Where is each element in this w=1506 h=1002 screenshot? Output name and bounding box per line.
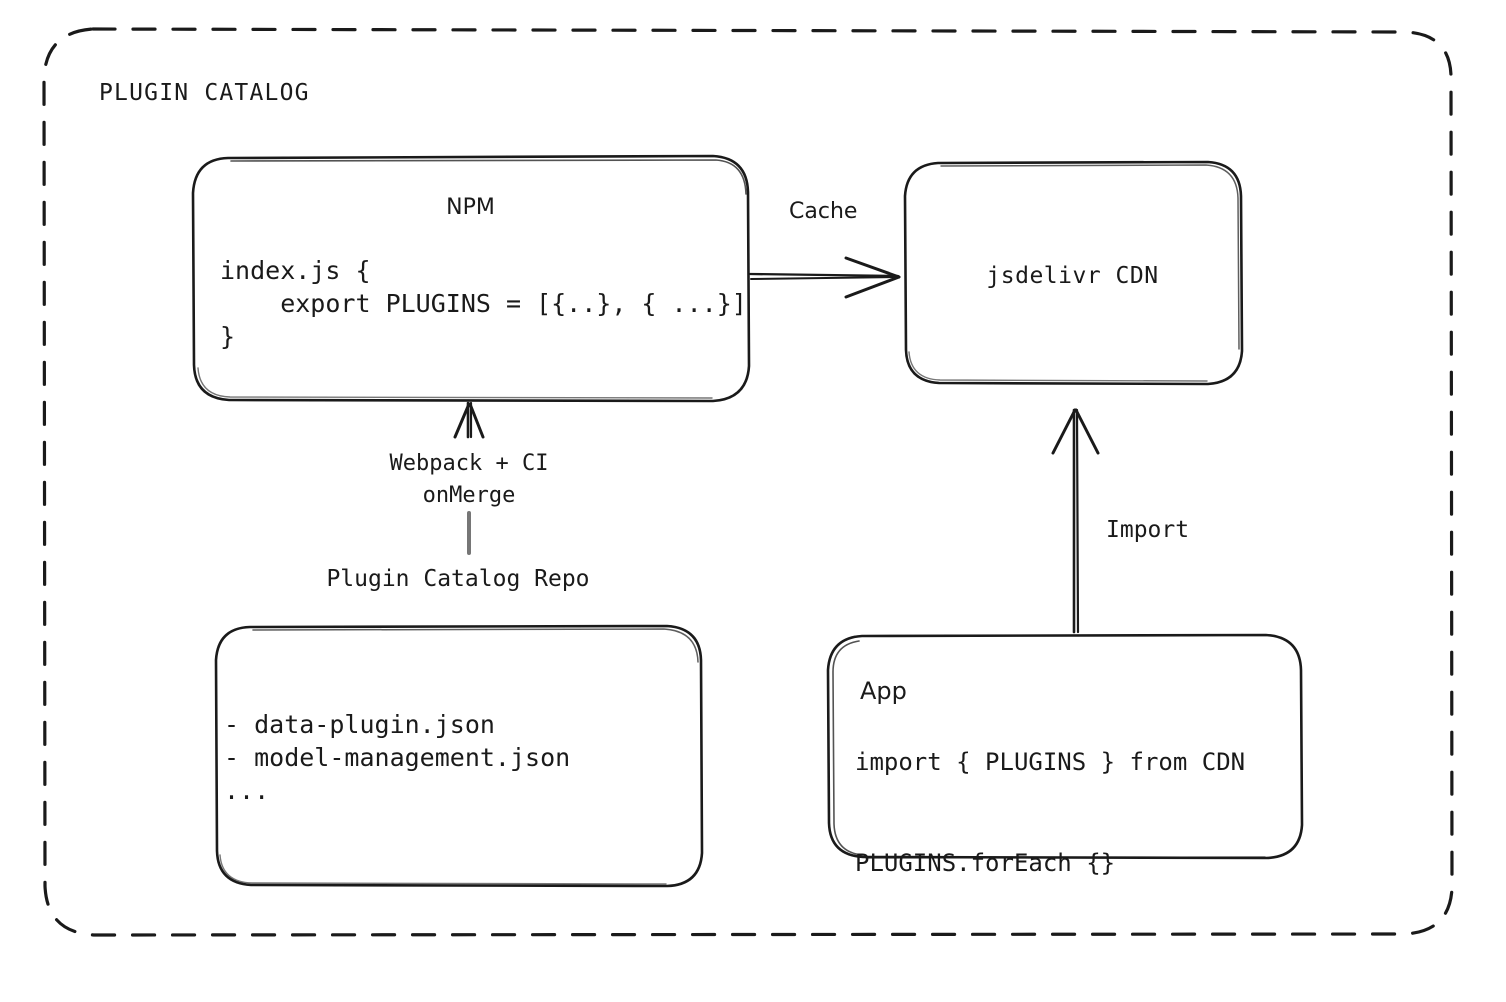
import-arrow <box>1051 408 1100 634</box>
npm-node-title: NPM <box>446 195 495 220</box>
import-edge-label: Import <box>1106 517 1190 543</box>
cache-edge-label: Cache <box>789 199 858 224</box>
npm-node-code: index.js { export PLUGINS = [{..}, { ...… <box>220 256 747 351</box>
build-edge-label: Webpack + CI onMerge <box>389 451 549 508</box>
repo-node-title: Plugin Catalog Repo <box>326 566 590 592</box>
app-node-title: App <box>860 677 907 705</box>
repo-node-file-list: - data-plugin.json - model-management.js… <box>224 710 571 805</box>
cdn-node-title: jsdelivr CDN <box>986 263 1159 289</box>
app-node-code: import { PLUGINS } from CDN PLUGINS.forE… <box>855 748 1246 877</box>
cache-arrow <box>748 256 901 299</box>
page-title: PLUGIN CATALOG <box>99 80 310 106</box>
